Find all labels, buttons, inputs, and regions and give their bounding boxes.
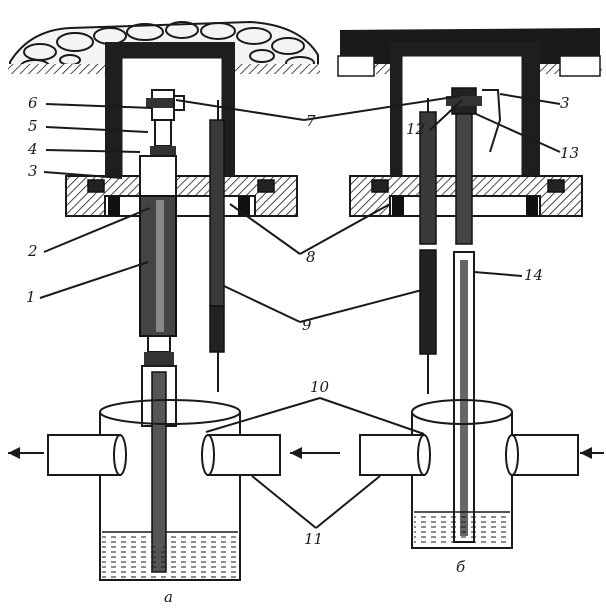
label-12: 12	[406, 120, 425, 138]
label-13: 13	[560, 144, 579, 162]
rod-b	[419, 98, 437, 394]
label-7: 7	[306, 112, 316, 130]
label-11: 11	[304, 530, 323, 548]
horizontal-pipes-a	[8, 434, 340, 476]
label-3-b: 3	[560, 94, 570, 112]
valve-assembly-a	[146, 89, 185, 156]
rod-a	[209, 100, 225, 392]
label-1: 1	[26, 288, 36, 306]
label-14: 14	[524, 266, 543, 284]
panel-label-b: б	[456, 558, 466, 576]
tank-a	[99, 399, 241, 581]
label-5: 5	[28, 117, 38, 135]
base-flange-a	[65, 175, 298, 217]
horizontal-pipes-b	[359, 434, 604, 476]
label-8: 8	[306, 248, 316, 266]
label-9: 9	[302, 316, 312, 334]
panel-label-a: а	[164, 588, 173, 606]
leader-lines	[39, 93, 561, 529]
long-pipe-b	[453, 251, 475, 543]
label-6: 6	[28, 94, 38, 112]
pump-body-a	[139, 155, 177, 366]
label-4: 4	[27, 140, 38, 158]
valve-assembly-b	[446, 87, 502, 245]
panel-a	[8, 20, 340, 581]
label-3-a: 3	[28, 162, 38, 180]
label-2: 2	[27, 242, 38, 260]
callout-labels: 6 5 4 3 2 1 7 8 9 10 11 12 3 13 14 а б	[26, 94, 579, 606]
label-10: 10	[310, 378, 330, 396]
panel-b	[337, 28, 604, 549]
tank-b	[411, 399, 513, 549]
